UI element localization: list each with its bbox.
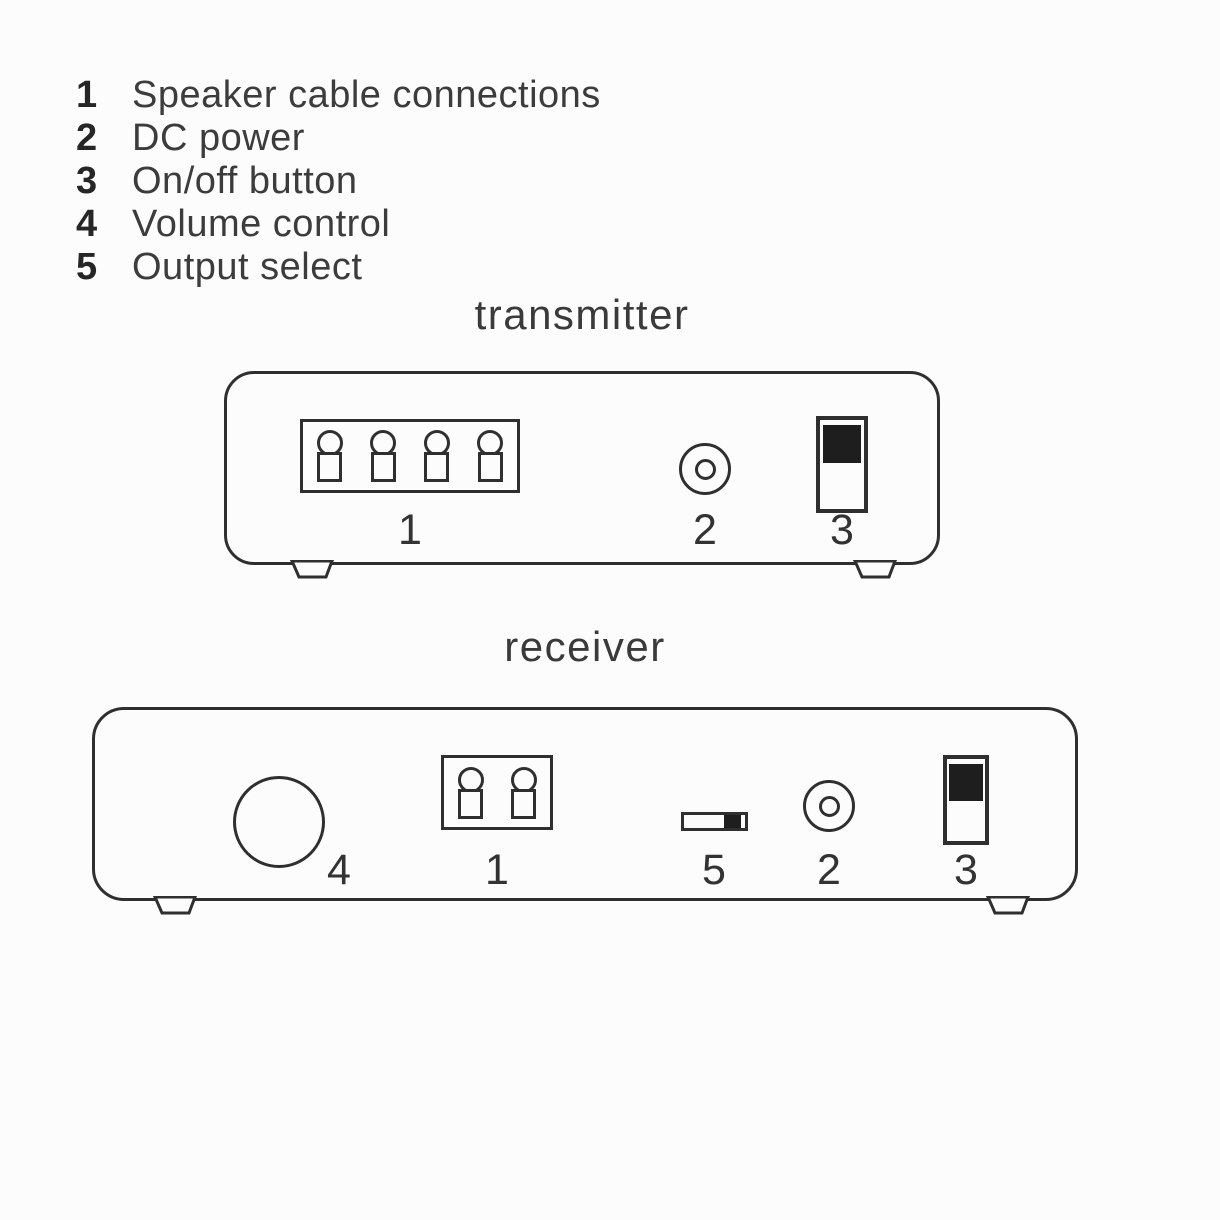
transmitter-chassis: 1 2 3 [224, 371, 940, 579]
legend-number: 3 [76, 160, 98, 202]
receiver-chassis: 4 1 5 2 3 [92, 707, 1078, 915]
legend-label: Output select [132, 246, 363, 288]
binding-post-icon [423, 430, 450, 482]
legend-item-volume: 4 Volume control [76, 203, 601, 246]
dc-jack-pin [694, 458, 716, 480]
legend-label: On/off button [132, 160, 358, 202]
power-switch-icon [943, 755, 989, 845]
binding-post-body [458, 788, 483, 819]
binding-post-body [424, 452, 450, 482]
legend-item-speaker-cable: 1 Speaker cable connections [76, 74, 601, 117]
dc-power-jack-icon [803, 780, 855, 832]
binding-post-icon [370, 430, 397, 482]
binding-post-icon [457, 766, 484, 819]
legend-label: Speaker cable connections [132, 74, 601, 116]
legend-number: 2 [76, 117, 98, 159]
binding-post-head [510, 766, 537, 793]
legend-label: DC power [132, 117, 305, 159]
legend-item-dc-power: 2 DC power [76, 117, 601, 160]
transmitter-title: transmitter [474, 291, 690, 338]
output-select-slider-icon [681, 812, 748, 831]
power-switch-rocker [949, 764, 983, 801]
output-select-slider-knob [724, 815, 741, 828]
device-foot-icon [853, 560, 897, 579]
receiver-label-on-off: 3 [954, 846, 978, 894]
device-foot-icon [986, 896, 1030, 915]
receiver-label-speaker-terminals: 1 [485, 846, 509, 894]
binding-post-body [511, 788, 536, 819]
transmitter-label-on-off: 3 [830, 506, 854, 554]
binding-post-icon [316, 430, 343, 482]
legend-item-output-select: 5 Output select [76, 246, 601, 289]
device-foot-icon [290, 560, 334, 579]
transmitter-label-speaker-terminals: 1 [398, 506, 422, 554]
speaker-terminal-block-icon [441, 755, 553, 830]
binding-post-icon [510, 766, 537, 819]
volume-knob-icon [233, 776, 325, 868]
receiver-label-dc-power: 2 [817, 846, 841, 894]
transmitter-label-dc-power: 2 [693, 506, 717, 554]
dc-power-jack-icon [679, 443, 731, 495]
binding-post-head [370, 430, 397, 456]
legend-number: 1 [76, 74, 98, 116]
legend-number: 5 [76, 246, 98, 288]
receiver-title: receiver [504, 623, 666, 670]
legend-label: Volume control [132, 203, 391, 245]
receiver-label-output-select: 5 [702, 846, 726, 894]
binding-post-body [317, 452, 343, 482]
dc-jack-pin [818, 795, 840, 817]
binding-post-body [370, 452, 396, 482]
receiver-label-volume: 4 [327, 846, 351, 894]
power-switch-icon [816, 416, 868, 513]
speaker-terminal-block-icon [300, 419, 520, 493]
legend-list: 1 Speaker cable connections 2 DC power 3… [76, 74, 601, 289]
binding-post-body [477, 452, 503, 482]
legend-item-on-off: 3 On/off button [76, 160, 601, 203]
device-foot-icon [153, 896, 197, 915]
binding-post-icon [477, 430, 504, 482]
legend-number: 4 [76, 203, 98, 245]
power-switch-rocker [823, 425, 861, 463]
